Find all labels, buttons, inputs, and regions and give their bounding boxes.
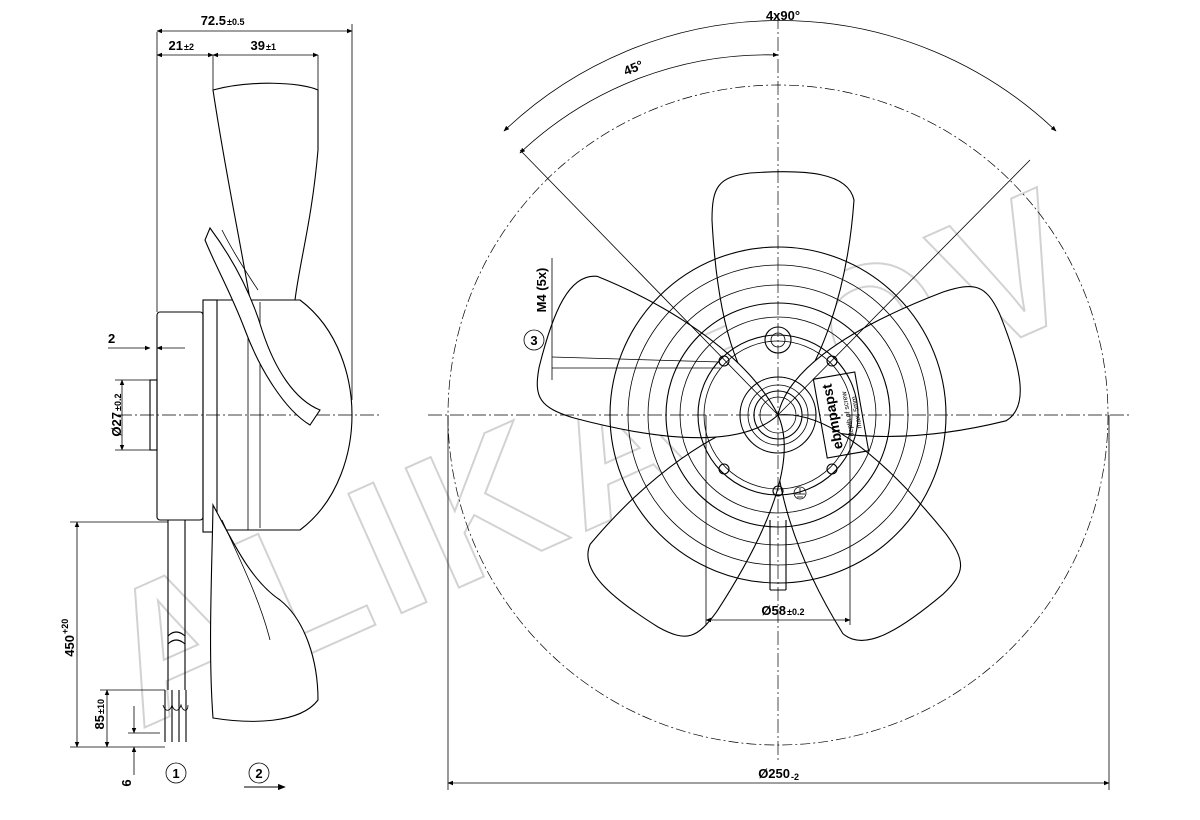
outer-diameter-tolerance: -2 [791,772,799,782]
overall-length-label: 72.5 [201,13,226,28]
angle-offset-label: 45° [621,57,645,78]
hub-depth-label: 21 [169,38,183,53]
screw-holes [718,355,838,497]
ground-icon [793,486,807,500]
cable-length-tolerance: +20 [60,619,70,634]
shaft-diameter-label: Ø27 [109,412,124,437]
bolt-circle-tolerance: ±0.2 [787,607,804,617]
outer-diameter-label: Ø250 [758,766,790,781]
bolt-circle-label: Ø58 [761,603,786,618]
marker-1: 1 [172,766,179,781]
blade-depth-label: 39 [251,38,265,53]
marker-2: 2 [255,766,262,781]
front-view [428,15,1130,790]
flange-offset-label: 2 [108,331,115,346]
cable-length-label: 450 [62,635,77,657]
lead-length-label: 85 [92,715,107,729]
strip-length-label: 6 [119,779,134,786]
lead-length-tolerance: ±10 [96,699,106,714]
shaft-diameter-tolerance: ±0.2 [113,394,123,411]
overall-length-tolerance: ±0.5 [227,17,244,27]
angle-spacing-label: 4x90° [766,8,800,23]
blade-depth-tolerance: ±1 [266,42,276,52]
side-view [70,24,380,791]
marker-3: 3 [530,333,537,348]
screw-spec-label: M4 (5x) [534,268,549,313]
hub-depth-tolerance: ±2 [184,42,194,52]
